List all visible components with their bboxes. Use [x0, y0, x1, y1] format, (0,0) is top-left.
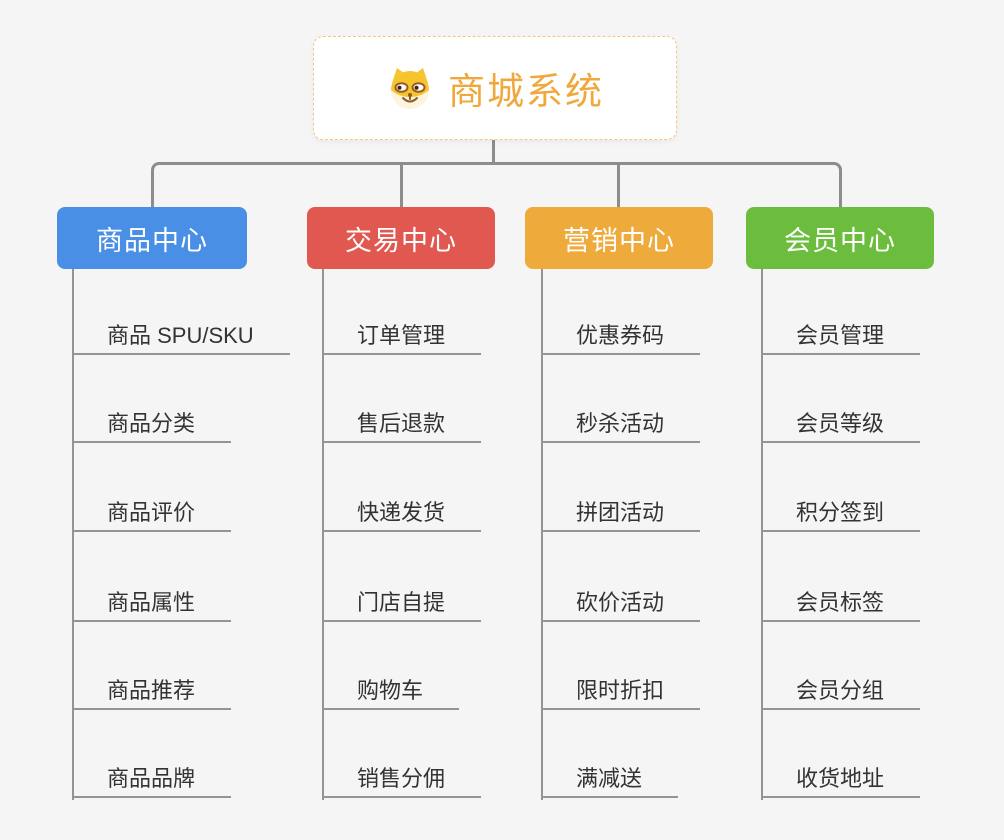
leaf-node[interactable]: 限时折扣: [541, 672, 701, 710]
dog-mascot-icon: [391, 68, 429, 109]
branch-column-trade: 订单管理 售后退款 快递发货 门店自提 购物车 销售分佣: [322, 269, 482, 800]
leaf-label: 商品属性: [107, 590, 196, 615]
leaf-node[interactable]: 会员管理: [761, 317, 921, 355]
leaf-label: 限时折扣: [576, 678, 665, 703]
leaf-node[interactable]: 销售分佣: [322, 760, 482, 798]
root-connector-line: [492, 140, 495, 164]
branch-header-product-center[interactable]: 商品中心: [57, 207, 247, 269]
branch-header-marketing-center[interactable]: 营销中心: [525, 207, 713, 269]
leaf-label: 商品品牌: [107, 766, 196, 791]
leaf-label: 商品 SPU/SKU: [107, 323, 254, 348]
leaf-node[interactable]: 门店自提: [322, 584, 482, 622]
leaf-label: 销售分佣: [357, 766, 446, 791]
leaf-label: 快递发货: [357, 500, 446, 525]
leaf-label: 订单管理: [357, 323, 446, 348]
branch-drop-line-3: [617, 165, 620, 208]
leaf-node[interactable]: 拼团活动: [541, 494, 701, 532]
root-title: 商城系统: [448, 71, 604, 112]
leaf-label: 会员等级: [796, 411, 885, 436]
leaf-node[interactable]: 商品 SPU/SKU: [72, 317, 290, 355]
branch-column-marketing: 优惠券码 秒杀活动 拼团活动 砍价活动 限时折扣 满减送: [541, 269, 701, 800]
branch-header-label: 交易中心: [345, 225, 457, 256]
leaf-label: 商品推荐: [107, 678, 196, 703]
branch-rail-line: [151, 162, 842, 208]
leaf-node[interactable]: 订单管理: [322, 317, 482, 355]
leaf-label: 会员分组: [796, 678, 885, 703]
leaf-label: 拼团活动: [576, 500, 665, 525]
branch-header-label: 会员中心: [784, 225, 896, 256]
branch-header-label: 营销中心: [563, 225, 675, 256]
leaf-label: 售后退款: [357, 411, 446, 436]
leaf-node[interactable]: 满减送: [541, 760, 679, 798]
branch-column-member: 会员管理 会员等级 积分签到 会员标签 会员分组 收货地址: [761, 269, 921, 800]
leaf-node[interactable]: 商品评价: [72, 494, 232, 532]
branch-drop-line-2: [400, 165, 403, 208]
leaf-label: 秒杀活动: [576, 411, 665, 436]
leaf-label: 满减送: [576, 766, 643, 791]
leaf-node[interactable]: 购物车: [322, 672, 460, 710]
trunk-line: [541, 269, 543, 800]
trunk-line: [761, 269, 763, 800]
branch-header-trade-center[interactable]: 交易中心: [307, 207, 495, 269]
leaf-node[interactable]: 会员分组: [761, 672, 921, 710]
leaf-node[interactable]: 商品推荐: [72, 672, 232, 710]
leaf-node[interactable]: 会员标签: [761, 584, 921, 622]
trunk-line: [72, 269, 74, 800]
leaf-label: 优惠券码: [576, 323, 665, 348]
leaf-label: 积分签到: [796, 500, 885, 525]
branch-header-label: 商品中心: [96, 225, 208, 256]
leaf-label: 会员管理: [796, 323, 885, 348]
leaf-node[interactable]: 优惠券码: [541, 317, 701, 355]
leaf-label: 门店自提: [357, 590, 446, 615]
leaf-node[interactable]: 快递发货: [322, 494, 482, 532]
leaf-node[interactable]: 售后退款: [322, 405, 482, 443]
leaf-label: 会员标签: [796, 590, 885, 615]
leaf-node[interactable]: 商品分类: [72, 405, 232, 443]
leaf-label: 商品评价: [107, 500, 196, 525]
leaf-node[interactable]: 秒杀活动: [541, 405, 701, 443]
leaf-label: 商品分类: [107, 411, 196, 436]
leaf-label: 收货地址: [796, 766, 885, 791]
leaf-node[interactable]: 砍价活动: [541, 584, 701, 622]
trunk-line: [322, 269, 324, 800]
branch-header-member-center[interactable]: 会员中心: [746, 207, 934, 269]
leaf-node[interactable]: 积分签到: [761, 494, 921, 532]
branch-column-product: 商品 SPU/SKU 商品分类 商品评价 商品属性 商品推荐 商品品牌: [72, 269, 290, 800]
leaf-label: 砍价活动: [576, 590, 665, 615]
leaf-node[interactable]: 会员等级: [761, 405, 921, 443]
leaf-node[interactable]: 收货地址: [761, 760, 921, 798]
leaf-label: 购物车: [357, 678, 424, 703]
root-node[interactable]: 商城系统: [313, 36, 677, 140]
leaf-node[interactable]: 商品属性: [72, 584, 232, 622]
leaf-node[interactable]: 商品品牌: [72, 760, 232, 798]
